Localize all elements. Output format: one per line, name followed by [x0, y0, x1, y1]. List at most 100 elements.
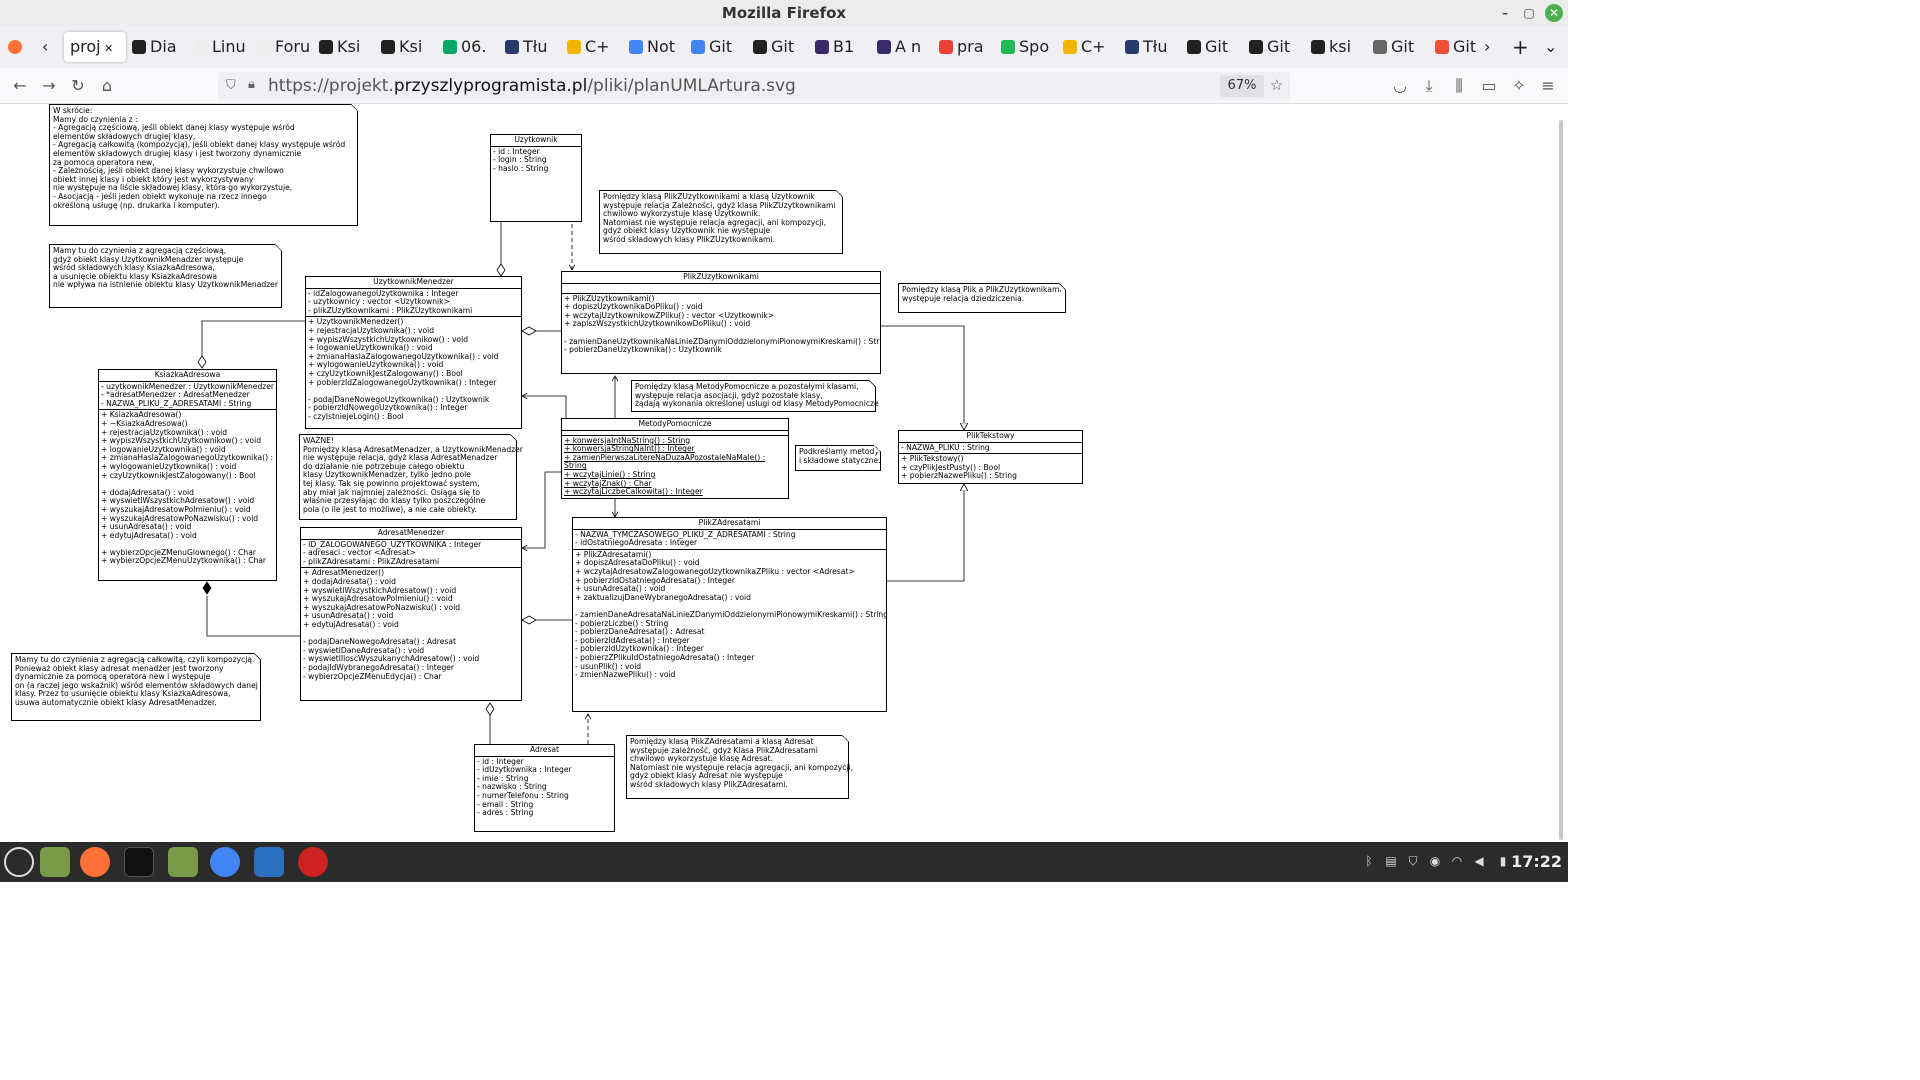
clock[interactable]: 17:22: [1511, 852, 1562, 871]
bluetooth-icon[interactable]: ᛒ: [1365, 854, 1373, 868]
tab-14[interactable]: pra: [939, 32, 991, 62]
tab-9[interactable]: Not: [629, 32, 681, 62]
tab-favicon-icon: [443, 40, 457, 54]
tab-4[interactable]: Ksi: [319, 32, 371, 62]
intel-icon[interactable]: ◉: [1429, 854, 1441, 868]
tab-favicon-icon: [877, 40, 891, 54]
show-desktop-icon[interactable]: [40, 847, 70, 877]
tab-21[interactable]: Git: [1373, 32, 1425, 62]
class-attributes: - idZalogowanegoUzytkownika : Integer - …: [306, 289, 521, 318]
vertical-scrollbar[interactable]: [1559, 120, 1563, 840]
menu-start-icon[interactable]: [4, 847, 34, 877]
tab-label: Git: [1391, 37, 1415, 56]
tab-12[interactable]: B1: [815, 32, 867, 62]
maximize-button[interactable]: ▢: [1523, 6, 1535, 20]
library-icon[interactable]: ⫼: [1455, 76, 1463, 95]
tab-favicon-icon: [815, 40, 829, 54]
class-operations: + KsiazkaAdresowa() + ~KsiazkaAdresowa()…: [101, 410, 276, 566]
scroll-tabs-left-icon[interactable]: ‹: [42, 37, 49, 56]
terminal-icon[interactable]: [124, 847, 154, 877]
list-all-tabs-icon[interactable]: ⌄: [1544, 37, 1558, 56]
static-method: + wczytajLiczbeCalkowita() : Integer: [564, 487, 703, 497]
scroll-tabs-right-icon[interactable]: ›: [1484, 37, 1491, 56]
class-attributes: - NAZWA_PLIKU : String: [899, 443, 1082, 455]
tab-8[interactable]: C+: [567, 32, 619, 62]
tab-17[interactable]: Tłu: [1125, 32, 1177, 62]
static-method: + zamienPierwszaLitereNaDuzaAPozostaleNa…: [564, 452, 766, 471]
firefox-view-icon[interactable]: [8, 32, 26, 62]
address-bar[interactable]: ⛉ 🔒︎ https://projekt.przyszlyprogramista…: [218, 72, 1290, 100]
shield-icon[interactable]: ⛉: [226, 78, 236, 93]
forward-button[interactable]: →: [42, 76, 56, 95]
tab-10[interactable]: Git: [691, 32, 743, 62]
tab-0[interactable]: proj ✕: [64, 32, 126, 62]
tab-favicon-icon: [567, 40, 581, 54]
tab-favicon-icon: [1249, 40, 1263, 54]
tab-label: 06.: [461, 37, 487, 56]
tab-22[interactable]: Git: [1435, 32, 1487, 62]
url-path: /pliki/planUMLArtura.svg: [587, 76, 796, 96]
tab-3[interactable]: Forun: [257, 32, 309, 62]
tab-label: Dia: [150, 37, 177, 56]
class-attributes: - ID_ZALOGOWANEGO_UZYTKOWNIKA : Integer …: [301, 540, 521, 569]
umlet-icon[interactable]: [298, 847, 328, 877]
battery-icon[interactable]: ▮: [1499, 854, 1507, 868]
class-operations: + PlikZAdresatami() + dopiszAdresataDoPl…: [575, 549, 886, 680]
tab-6[interactable]: 06.: [443, 32, 495, 62]
tab-13[interactable]: A n: [877, 32, 929, 62]
tab-bar: ‹ proj ✕ Dia Linux Forun Ksi Ksi 06. Tłu C+ Not Gi…: [0, 26, 1568, 68]
class-operations: + UzytkownikMenedzer() + rejestracjaUzyt…: [308, 317, 499, 421]
home-button[interactable]: ⌂: [101, 76, 113, 95]
tab-16[interactable]: C+: [1063, 32, 1115, 62]
bookmark-star-icon[interactable]: ☆: [1270, 76, 1284, 94]
minimize-button[interactable]: –: [1502, 6, 1508, 20]
tab-18[interactable]: Git: [1187, 32, 1239, 62]
url-text[interactable]: https://projekt.przyszlyprogramista.pl/p…: [268, 72, 796, 100]
tab-11[interactable]: Git: [753, 32, 805, 62]
lock-icon[interactable]: 🔒︎: [248, 77, 255, 92]
sidebar-icon[interactable]: ▭: [1481, 76, 1497, 95]
tab-2[interactable]: Linux: [194, 32, 246, 62]
chrome-icon[interactable]: [210, 847, 240, 877]
volume-icon[interactable]: ◀: [1474, 854, 1484, 868]
zoom-level[interactable]: 67%: [1220, 75, 1264, 97]
back-button[interactable]: ←: [13, 76, 27, 95]
tab-label: Forun: [275, 37, 309, 56]
new-tab-button[interactable]: +: [1512, 35, 1528, 59]
class-attributes: [562, 431, 788, 436]
pocket-icon[interactable]: ◡: [1393, 76, 1407, 95]
tab-label: Git: [771, 37, 795, 56]
tab-1[interactable]: Dia: [132, 32, 184, 62]
window-titlebar: Mozilla Firefox – ▢ ✕: [0, 0, 1568, 26]
shield-tray-icon[interactable]: ⛉: [1408, 854, 1418, 868]
tab-favicon-icon: [194, 40, 208, 54]
reload-button[interactable]: ↻: [71, 76, 85, 95]
class-name: AdresatMenedzer: [301, 528, 521, 540]
extensions-icon[interactable]: ✧: [1512, 76, 1526, 95]
tab-20[interactable]: ksi: [1311, 32, 1363, 62]
wifi-icon[interactable]: ◠: [1451, 854, 1463, 868]
tab-label: pra: [957, 37, 984, 56]
tab-favicon-icon: [1311, 40, 1325, 54]
class-name: Uzytkownik: [491, 135, 581, 147]
tab-19[interactable]: Git: [1249, 32, 1301, 62]
downloads-icon[interactable]: ⤓: [1425, 76, 1433, 95]
tab-favicon-icon: [319, 40, 333, 54]
firefox-taskbar-icon[interactable]: [80, 847, 110, 877]
note-dziedziczenie: Pomiędzy klasą Plik a PlikZUzytkownikami…: [898, 283, 1066, 313]
tab-7[interactable]: Tłu: [505, 32, 557, 62]
menu-icon[interactable]: ≡: [1541, 76, 1555, 95]
clipboard-icon[interactable]: ▤: [1385, 854, 1397, 868]
class-name: MetodyPomocnicze: [562, 419, 788, 431]
tab-15[interactable]: Spo: [1001, 32, 1053, 62]
close-window-button[interactable]: ✕: [1545, 4, 1563, 22]
svg-viewer[interactable]: W skrócie: Mamy do czynienia z : - Agreg…: [0, 104, 1568, 842]
tab-5[interactable]: Ksi: [381, 32, 433, 62]
files-icon[interactable]: [168, 847, 198, 877]
class-operations: + PlikZUzytkownikami() + dopiszUzytkowni…: [564, 293, 880, 355]
text-editor-icon[interactable]: [254, 847, 284, 877]
tab-favicon-icon: [691, 40, 705, 54]
close-tab-icon[interactable]: ✕: [100, 42, 114, 55]
tab-label: Ksi: [337, 37, 361, 56]
static-method: + konwersjaStringNaInt() : Integer: [564, 444, 695, 454]
